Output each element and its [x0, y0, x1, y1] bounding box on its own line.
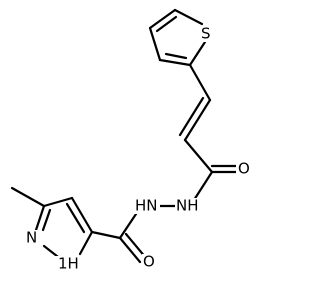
bond-double	[155, 15, 178, 33]
bond	[148, 26, 162, 62]
carbonyl-2	[90, 230, 148, 264]
carbonyl-1	[192, 164, 240, 202]
atom-label-hn: HN	[135, 197, 158, 215]
atom-label-nh-ring: 1H	[58, 255, 79, 273]
atom-labels: S O NH HN N 1H O	[24, 25, 252, 273]
vinyl-chain	[178, 63, 214, 174]
thiophene-ring	[148, 8, 207, 67]
pyrazole-ring	[34, 196, 94, 262]
structure-canvas: S O NH HN N 1H O	[10, 8, 252, 273]
bond-double	[164, 52, 188, 60]
bond	[78, 230, 94, 256]
atom-label-oxygen-2: O	[143, 253, 155, 271]
bond	[42, 196, 74, 208]
bond	[70, 196, 94, 234]
bond	[183, 98, 212, 142]
bond	[192, 170, 214, 202]
bond	[173, 8, 204, 26]
atom-label-nh: NH	[176, 197, 199, 215]
bond	[34, 204, 46, 232]
bond	[188, 40, 207, 67]
bond	[183, 138, 214, 174]
atom-label-nitrogen: N	[26, 229, 37, 247]
bond	[118, 236, 142, 264]
bond-double	[41, 208, 52, 232]
bond-double	[178, 96, 205, 137]
bond	[148, 8, 177, 30]
bond	[90, 230, 122, 240]
bond-double	[65, 202, 86, 234]
methyl-bond	[10, 186, 46, 208]
bond	[118, 212, 138, 240]
atom-label-oxygen-1: O	[238, 160, 250, 178]
hydrazide-linker	[118, 204, 178, 240]
bond	[158, 58, 192, 67]
molecule-diagram: S O NH HN N 1H O	[10, 8, 252, 273]
atom-label-sulfur: S	[201, 25, 211, 43]
bond	[188, 63, 212, 102]
